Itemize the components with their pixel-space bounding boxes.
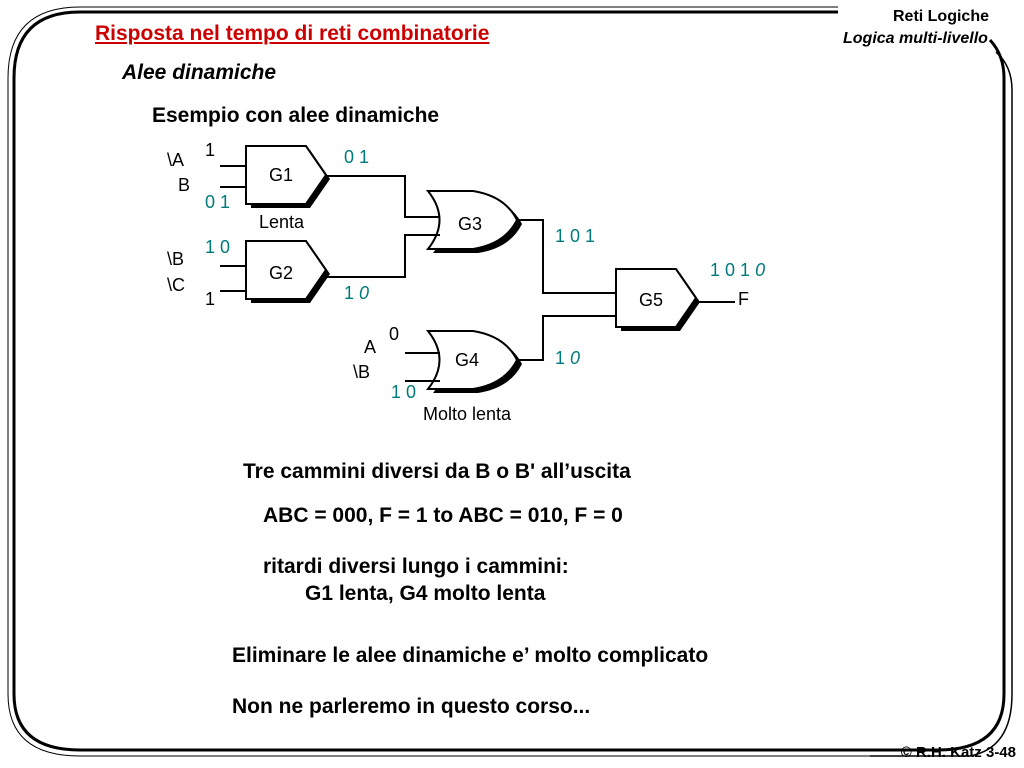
output-f: F bbox=[738, 289, 749, 309]
gate-g1 bbox=[245, 145, 328, 205]
text-elimination: Eliminare le alee dinamiche e’ molto com… bbox=[232, 644, 709, 667]
course-name: Reti Logiche bbox=[892, 8, 989, 25]
f-value: 1 0 1 0 bbox=[710, 260, 765, 280]
g4-in-b-value: 1 0 bbox=[391, 382, 416, 402]
input-b: B bbox=[178, 175, 190, 195]
gate-g4 bbox=[425, 330, 519, 390]
g3-out-value: 1 0 1 bbox=[555, 226, 595, 246]
g1-out-value: 0 1 bbox=[344, 147, 369, 167]
gate-g3 bbox=[425, 190, 519, 250]
input-not-b-g4: \B bbox=[353, 362, 370, 382]
copyright: © R.H. Katz 3-48 bbox=[900, 744, 1016, 761]
g4-speed-note: Molto lenta bbox=[423, 404, 512, 424]
input-a: A bbox=[364, 337, 376, 357]
g5-name: G5 bbox=[639, 290, 663, 310]
chapter-name: Logica multi-livello bbox=[843, 30, 988, 47]
input-not-c: \C bbox=[167, 275, 185, 295]
text-transition: ABC = 000, F = 1 to ABC = 010, F = 0 bbox=[263, 504, 623, 527]
input-not-b: \B bbox=[167, 249, 184, 269]
input-not-a: \A bbox=[167, 150, 184, 170]
text-gate-delays: G1 lenta, G4 molto lenta bbox=[305, 582, 546, 605]
g2-out-value: 1 0 bbox=[344, 283, 369, 303]
g1-name: G1 bbox=[269, 165, 293, 185]
g1-in-b-value: 0 1 bbox=[205, 192, 230, 212]
g1-in-a-value: 1 bbox=[205, 140, 215, 160]
text-delays: ritardi diversi lungo i cammini: bbox=[263, 555, 569, 578]
g3-name: G3 bbox=[458, 214, 482, 234]
g2-name: G2 bbox=[269, 263, 293, 283]
slide-title: Risposta nel tempo di reti combinatorie bbox=[95, 22, 490, 45]
gate-g2 bbox=[245, 240, 328, 300]
section-heading: Esempio con alee dinamiche bbox=[152, 104, 440, 127]
gate-g5 bbox=[615, 268, 698, 328]
text-course-note: Non ne parleremo in questo corso... bbox=[232, 695, 591, 718]
g2-in-c-value: 1 bbox=[205, 289, 215, 309]
g4-out-value: 1 0 bbox=[555, 348, 580, 368]
text-paths: Tre cammini diversi da B o B' all’uscita bbox=[243, 460, 631, 483]
g2-in-b-value: 1 0 bbox=[205, 237, 230, 257]
g4-in-a-value: 0 bbox=[389, 324, 399, 344]
g1-speed-note: Lenta bbox=[259, 212, 305, 232]
g4-name: G4 bbox=[455, 350, 479, 370]
slide-subtitle: Alee dinamiche bbox=[122, 61, 277, 84]
